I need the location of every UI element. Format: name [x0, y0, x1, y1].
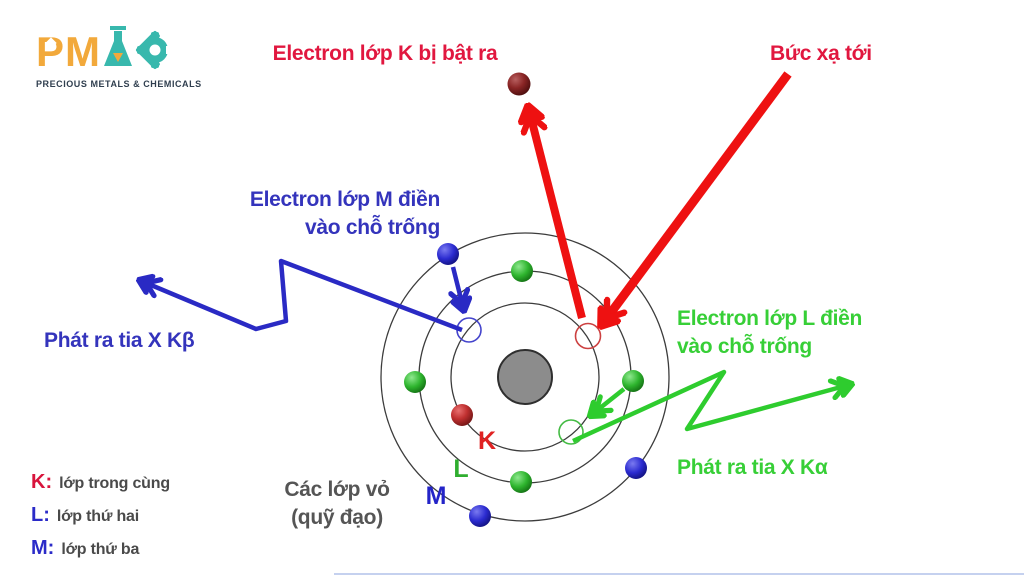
shell-letter-m: M — [426, 482, 447, 510]
electron-m-bottom — [469, 505, 491, 527]
label-l-shell-fill-line1: Electron lớp L điền — [677, 307, 863, 330]
legend-key-l: L: — [31, 504, 50, 526]
shell-k-orbit — [450, 302, 600, 452]
electron-m-bottomright — [625, 457, 647, 479]
electron-m-topleft — [437, 243, 459, 265]
electron-l-top — [511, 260, 533, 282]
legend-key-k: K: — [31, 471, 53, 493]
l-electron-fill-arrow — [590, 387, 626, 416]
electron-ejected — [507, 72, 531, 96]
label-ejected-electron: Electron lớp K bị bật ra — [272, 42, 498, 65]
legend-label-k: lớp trong cùng — [59, 475, 170, 492]
kalpha-xray-arrow — [572, 369, 852, 444]
label-xray-kbeta: Phát ra tia X Kβ — [44, 329, 195, 352]
vacancy-red — [574, 322, 602, 350]
logo-letter-p: P — [36, 28, 64, 72]
vacancy-green — [558, 419, 584, 445]
legend-key-m: M: — [31, 537, 55, 559]
electron-l-bottom — [510, 471, 532, 493]
kbeta-xray-arrow — [139, 258, 463, 333]
bottom-divider — [334, 573, 1024, 575]
logo-letter-m: M — [65, 28, 100, 72]
label-xray-kalpha: Phát ra tia X Kα — [677, 456, 828, 479]
label-shells-caption-line2: (quỹ đạo) — [291, 506, 383, 529]
nucleus — [497, 349, 553, 405]
logo-flask-icon — [104, 26, 132, 66]
label-shells-caption: Các lớp vỏ (quỹ đạo) — [262, 476, 412, 532]
label-shells-caption-line1: Các lớp vỏ — [284, 478, 390, 501]
incoming-radiation-arrow — [601, 71, 792, 326]
label-m-shell-fill: Electron lớp M điền vào chỗ trống — [222, 186, 440, 242]
label-incoming-radiation: Bức xạ tới — [770, 42, 872, 65]
shell-m-orbit — [380, 232, 670, 522]
electron-l-left — [404, 371, 426, 393]
electron-l-right — [622, 370, 644, 392]
logo-tagline: PRECIOUS METALS & CHEMICALS — [36, 79, 202, 89]
logo-p-diamond — [45, 37, 57, 49]
legend-label-m: lớp thứ ba — [61, 541, 140, 558]
pmac-logo: P M PRECIOUS METALS & CHEMICALS — [36, 26, 202, 89]
pmac-logo-mark: P M — [36, 26, 176, 75]
label-m-shell-fill-line1: Electron lớp M điền — [249, 188, 440, 211]
legend-label-l: lớp thứ hai — [56, 508, 139, 525]
shell-letter-l: L — [453, 455, 468, 483]
label-l-shell-fill-line2: vào chỗ trống — [677, 335, 812, 358]
legend-item-k: K: lớp trong cùng — [31, 471, 170, 494]
electron-k-shell — [451, 404, 473, 426]
shell-letter-k: K — [478, 427, 496, 455]
m-electron-fill-arrow — [453, 266, 464, 311]
label-m-shell-fill-line2: vào chỗ trống — [305, 216, 440, 239]
label-l-shell-fill: Electron lớp L điền vào chỗ trống — [677, 305, 897, 361]
logo-gear-icon — [136, 31, 176, 69]
legend-item-l: L: lớp thứ hai — [31, 504, 139, 527]
ejected-electron-arrow — [528, 106, 586, 319]
legend-item-m: M: lớp thứ ba — [31, 537, 139, 560]
